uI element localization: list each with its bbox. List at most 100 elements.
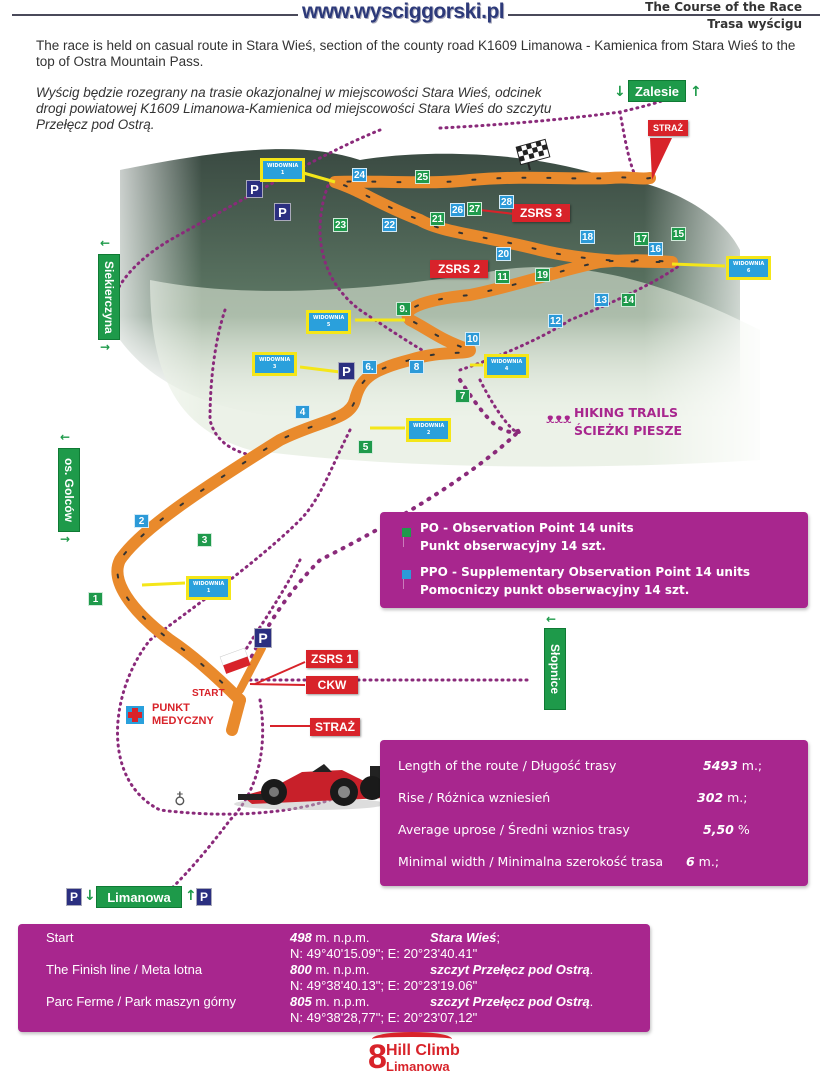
logo-number: 8: [368, 1038, 387, 1076]
race-route: [111, 171, 678, 736]
legend-ppo-pl: Pomocniczy punkt obserwacyjny 14 szt.: [420, 583, 690, 597]
stat-value: 6 m.;: [686, 854, 720, 869]
stat-label: Minimal width / Minimalna szerokość tras…: [398, 854, 664, 869]
arrow-left-icon: ←: [546, 612, 557, 626]
observation-point-marker: 27: [467, 202, 482, 216]
road-sign-slopnice: Słopnice: [544, 628, 566, 710]
stat-label: Average uprose / Średni wznios trasy: [398, 822, 630, 837]
road-sign-zalesie: Zalesie: [628, 80, 686, 102]
legend-po-en: PO - Observation Point 14 units: [420, 521, 634, 535]
observation-point-marker: 3: [197, 533, 212, 547]
arrow-right-icon: →: [60, 532, 71, 546]
hiking-label-pl: ŚCIEŻKI PIESZE: [574, 423, 683, 438]
point-name: Parc Ferme / Park maszyn górny: [46, 994, 236, 1009]
fire-brigade-top-label: STRAŻ: [648, 120, 688, 136]
observation-point-marker: 8: [409, 360, 424, 374]
observation-point-marker: 14: [621, 293, 636, 307]
start-label: START: [192, 688, 225, 699]
parking-icon: P: [196, 888, 212, 906]
medical-cross-icon: [126, 706, 144, 724]
hiking-trails-label: HIKING TRAILS ŚCIEŻKI PIESZE: [574, 404, 682, 440]
parking-icon: P: [274, 203, 291, 221]
zone-zsrs2: ZSRS 2: [430, 260, 488, 278]
point-coordinates: N: 49°40'15.09"; E: 20°23'40.41": [290, 946, 478, 961]
road-sign-siekierczyna: Siekierczyna: [98, 254, 120, 340]
observation-point-marker: 9.: [396, 302, 411, 316]
point-altitude: 800 m. n.p.m.: [290, 962, 370, 977]
observation-point-marker: 11: [495, 270, 510, 284]
stat-value: 5,50 %: [703, 822, 750, 837]
parking-vip-icon: P: [254, 628, 272, 648]
intro-text-pl: Wyścig będzie rozegrany na trasie okazjo…: [36, 85, 552, 132]
observation-point-marker: 1: [88, 592, 103, 606]
arrow-left-icon: ←: [100, 236, 111, 250]
point-altitude: 805 m. n.p.m.: [290, 994, 370, 1009]
hiking-trail-main: [248, 378, 522, 662]
observation-point-marker: 21: [430, 212, 445, 226]
hiking-label-en: HIKING TRAILS: [574, 405, 678, 420]
point-coordinates: N: 49°38'28,77"; E: 20°23'07,12": [290, 1010, 478, 1025]
observation-point-marker: 28: [499, 195, 514, 209]
straz-pointer: [650, 138, 672, 180]
start-spur: [226, 694, 246, 736]
legend-panel: PO - Observation Point 14 units Punkt ob…: [380, 512, 808, 608]
hiking-icon: ᴥᴥᴥ: [546, 411, 572, 427]
observation-point-marker: 12: [548, 314, 563, 328]
observation-point-marker: 18: [580, 230, 595, 244]
observation-point-marker: 19: [535, 268, 550, 282]
observation-point-marker: 2: [134, 514, 149, 528]
stat-label: Rise / Różnica wzniesień: [398, 790, 551, 805]
polish-flag-icon: [219, 647, 251, 674]
observation-point-marker: 22: [382, 218, 397, 232]
finish-flag-icon: [515, 138, 551, 171]
observation-point-marker: 4: [295, 405, 310, 419]
observation-point-marker: 13: [594, 293, 609, 307]
observation-point-marker: 24: [352, 168, 367, 182]
logo-swoosh-icon: [372, 1032, 452, 1046]
road-sign-limanowa: Limanowa: [96, 886, 182, 908]
key-points-panel: Start 498 m. n.p.m. Stara Wieś; N: 49°40…: [18, 924, 650, 1032]
arrow-down-icon: ↓: [614, 84, 626, 100]
zone-pointers: [249, 209, 516, 727]
point-name: Start: [46, 930, 74, 945]
zone-zsrs3: ZSRS 3: [512, 204, 570, 222]
stat-value: 302 m.;: [697, 790, 748, 805]
parking-icon: P: [246, 180, 263, 198]
route-stats-panel: Length of the route / Długość trasy 5493…: [380, 740, 808, 886]
observation-point-marker: 26: [450, 203, 465, 217]
point-coordinates: N: 49°38'40.13"; E: 20°23'19.06": [290, 978, 478, 993]
observation-point-marker: 5: [358, 440, 373, 454]
zone-zsrs1: ZSRS 1: [306, 650, 358, 668]
observation-point-marker: 10: [465, 332, 480, 346]
medical-label-line2: MEDYCZNY: [152, 715, 214, 727]
arrow-right-icon: →: [100, 340, 111, 354]
observation-point-marker: 20: [496, 247, 511, 261]
parking-icon: P: [66, 888, 82, 906]
observation-point-marker: 17: [634, 232, 649, 246]
viewing-area-pointers: [141, 170, 726, 587]
arrow-left-icon: ←: [60, 430, 71, 444]
point-altitude: 498 m. n.p.m.: [290, 930, 370, 945]
arrow-up-icon: ↑: [690, 84, 702, 100]
site-url[interactable]: www.wysciggorski.pl: [298, 0, 509, 24]
road-sign-golcow: os. Golców: [58, 448, 80, 532]
point-place: szczyt Przełęcz pod Ostrą.: [430, 962, 594, 977]
legend-ppo-en: PPO - Supplementary Observation Point 14…: [420, 565, 750, 579]
page-title-en: The Course of the Race: [641, 0, 802, 14]
point-place: szczyt Przełęcz pod Ostrą.: [430, 994, 594, 1009]
intro-text-en: The race is held on casual route in Star…: [36, 38, 796, 69]
legend-po-pl: Punkt obserwacyjny 14 szt.: [420, 539, 606, 553]
cemetery-icon: ♁: [174, 790, 186, 809]
point-name: The Finish line / Meta lotna: [46, 962, 203, 977]
stat-label: Length of the route / Długość trasy: [398, 758, 617, 773]
ppo-flag-icon: [402, 570, 411, 589]
zone-ckw: CKW: [306, 676, 358, 694]
po-flag-icon: [402, 528, 411, 547]
